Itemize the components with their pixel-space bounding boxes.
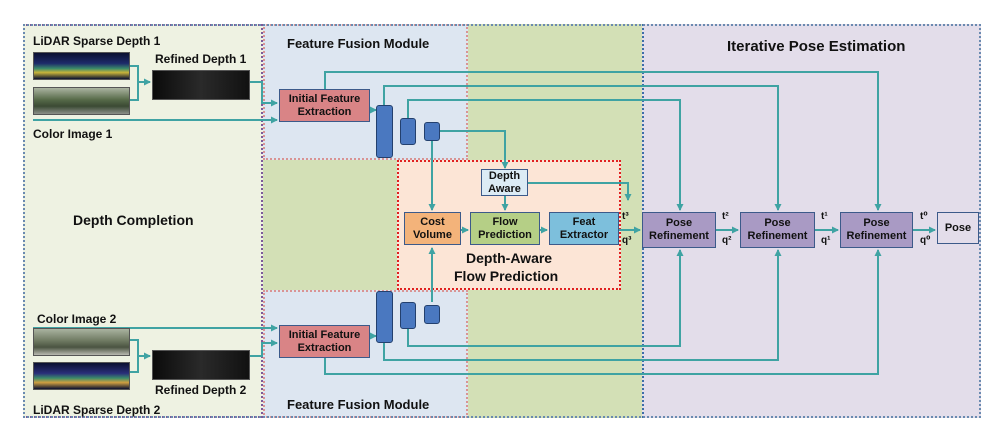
- t3-label: t³: [622, 211, 629, 222]
- lidar-sparse-depth-2-image: [33, 362, 130, 390]
- block-label-line: Extractor: [559, 228, 609, 241]
- t2-label: t²: [722, 211, 729, 222]
- feature-block-top-large: [376, 105, 393, 158]
- depth-completion-title: Depth Completion: [73, 212, 194, 228]
- q3-label: q³: [622, 235, 632, 246]
- q1-label: q¹: [821, 235, 831, 246]
- flow-prediction-title-1: Depth-Aware: [466, 250, 553, 266]
- block-label-line: Extraction: [297, 341, 352, 354]
- color-image-2-label: Color Image 2: [37, 312, 117, 326]
- q2-label: q²: [722, 235, 732, 246]
- refined-depth-2-label: Refined Depth 2: [155, 383, 247, 397]
- feature-fusion-top-title: Feature Fusion Module: [287, 36, 430, 51]
- block-label-line: Flow: [492, 215, 518, 228]
- block-label-line: Refinement: [846, 230, 907, 242]
- feature-block-bottom-small: [424, 305, 440, 324]
- block-label-line: Refinement: [649, 230, 709, 242]
- block-label-line: Pose: [665, 217, 693, 229]
- block-label-line: Extraction: [297, 105, 352, 118]
- pose-output-block: Pose: [937, 212, 979, 244]
- lidar-sparse-depth-2-label: LiDAR Sparse Depth 2: [33, 403, 161, 417]
- q0-label: q⁰: [920, 235, 931, 246]
- block-label-line: Cost: [420, 215, 445, 228]
- refined-depth-1-image: [152, 70, 250, 100]
- feature-block-bottom-medium: [400, 302, 416, 329]
- refined-depth-1-label: Refined Depth 1: [155, 52, 247, 66]
- refined-depth-2-image: [152, 350, 250, 380]
- block-label-line: Pose: [764, 217, 791, 229]
- block-label-line: Initial Feature: [288, 328, 361, 341]
- t0-label: t⁰: [920, 211, 928, 222]
- feature-fusion-bottom-title: Feature Fusion Module: [287, 397, 430, 412]
- flow-prediction-title-2: Flow Prediction: [454, 268, 559, 284]
- block-label-line: Initial Feature: [288, 92, 361, 105]
- feature-block-bottom-large: [376, 291, 393, 343]
- block-label-line: Pose: [863, 217, 890, 229]
- block-label-line: Aware: [488, 182, 521, 195]
- outer-frame: [23, 24, 981, 418]
- block-label-line: Refinement: [747, 230, 808, 242]
- color-image-1-image: [33, 87, 130, 115]
- block-label-line: Prediction: [478, 228, 532, 241]
- block-label-line: Feat: [572, 215, 596, 228]
- block-label-line: Volume: [413, 228, 452, 241]
- lidar-sparse-depth-1-label: LiDAR Sparse Depth 1: [33, 34, 161, 48]
- pose-output-label: Pose: [944, 221, 972, 234]
- block-label-line: Depth: [488, 169, 521, 182]
- lidar-sparse-depth-1-image: [33, 52, 130, 80]
- feature-block-top-medium: [400, 118, 416, 145]
- iterative-pose-title: Iterative Pose Estimation: [727, 38, 906, 55]
- color-image-2-image: [33, 328, 130, 356]
- t1-label: t¹: [821, 211, 828, 222]
- color-image-1-label: Color Image 1: [33, 127, 113, 141]
- feature-block-top-small: [424, 122, 440, 141]
